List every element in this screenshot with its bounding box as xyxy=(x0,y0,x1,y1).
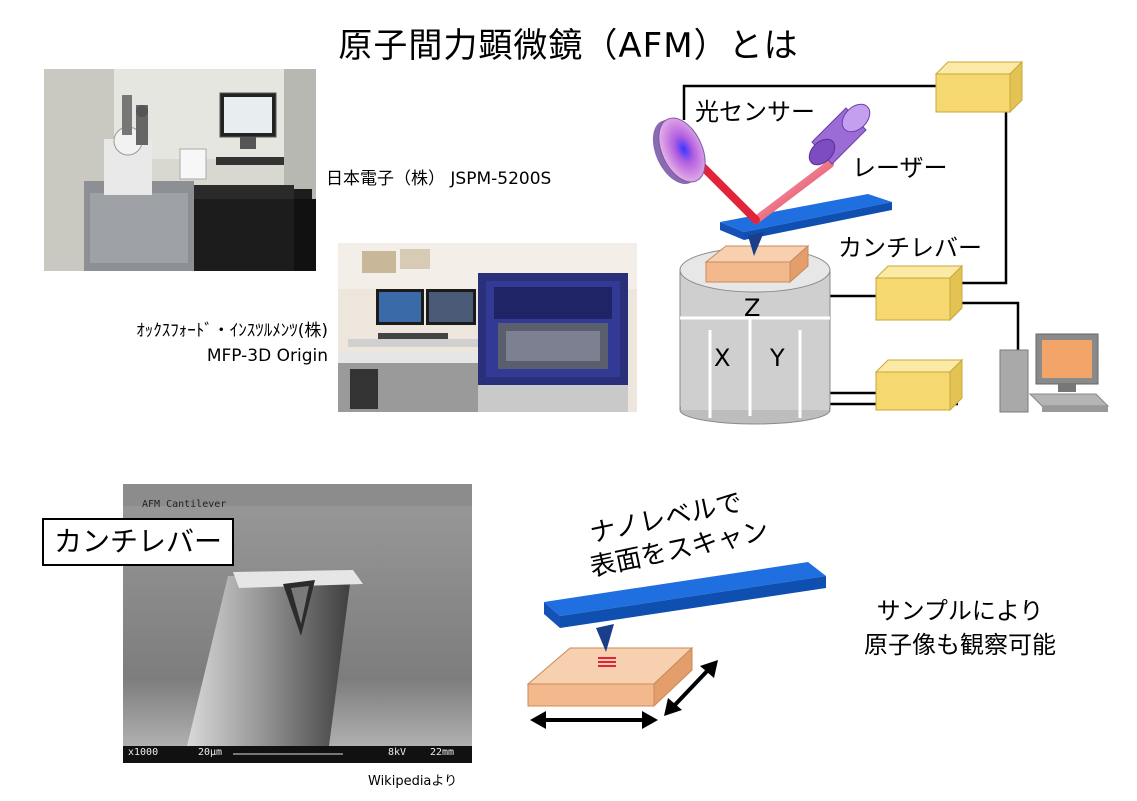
oxford-caption-line1: ｵｯｸｽﾌｫｰﾄﾞ・ｲﾝｽﾂﾙﾒﾝﾂ(株) xyxy=(136,321,328,341)
controller-box-top xyxy=(934,60,1024,114)
scan-sample xyxy=(526,646,694,708)
computer-icon xyxy=(999,333,1110,413)
controller-box-bottom xyxy=(874,358,964,412)
sem-footer-wd: 22mm xyxy=(430,747,455,758)
cantilever-label: カンチレバー xyxy=(838,234,982,262)
atom-rows xyxy=(598,657,616,667)
page-title: 原子間力顕微鏡（AFM）とは xyxy=(338,26,799,66)
sem-footer-scale: 20μm xyxy=(198,747,223,758)
axis-x-label: X xyxy=(714,344,731,372)
axis-y-label: Y xyxy=(770,344,785,372)
light-sensor xyxy=(652,117,706,184)
scan-illustration xyxy=(526,562,826,729)
axis-z-label: Z xyxy=(744,294,761,322)
sem-cantilever-label: カンチレバー xyxy=(42,518,235,566)
jeol-caption: 日本電子（株） JSPM-5200S xyxy=(326,169,552,189)
sem-header: AFM Cantilever xyxy=(142,499,227,510)
atomic-image-note-line1: サンプルにより xyxy=(876,597,1044,625)
sample-block xyxy=(704,244,810,284)
controller-box-middle xyxy=(874,264,964,322)
light-sensor-label: 光センサー xyxy=(695,98,815,126)
cantilever xyxy=(720,194,892,256)
sem-footer-kv: 8kV xyxy=(388,747,407,758)
scan-arrows xyxy=(530,660,718,729)
jeol-afm-photo xyxy=(44,69,316,271)
laser-label: レーザー xyxy=(852,154,948,182)
oxford-afm-photo xyxy=(338,243,637,412)
sem-footer-mag: x1000 xyxy=(128,747,159,758)
afm-principle-diagram xyxy=(652,60,1110,425)
scan-cantilever xyxy=(544,562,826,652)
laser-source xyxy=(808,103,871,166)
atomic-image-note-line2: 原子像も観察可能 xyxy=(864,631,1056,659)
oxford-caption-line2: MFP-3D Origin xyxy=(206,346,328,366)
sem-credit: Wikipediaより xyxy=(368,774,458,789)
